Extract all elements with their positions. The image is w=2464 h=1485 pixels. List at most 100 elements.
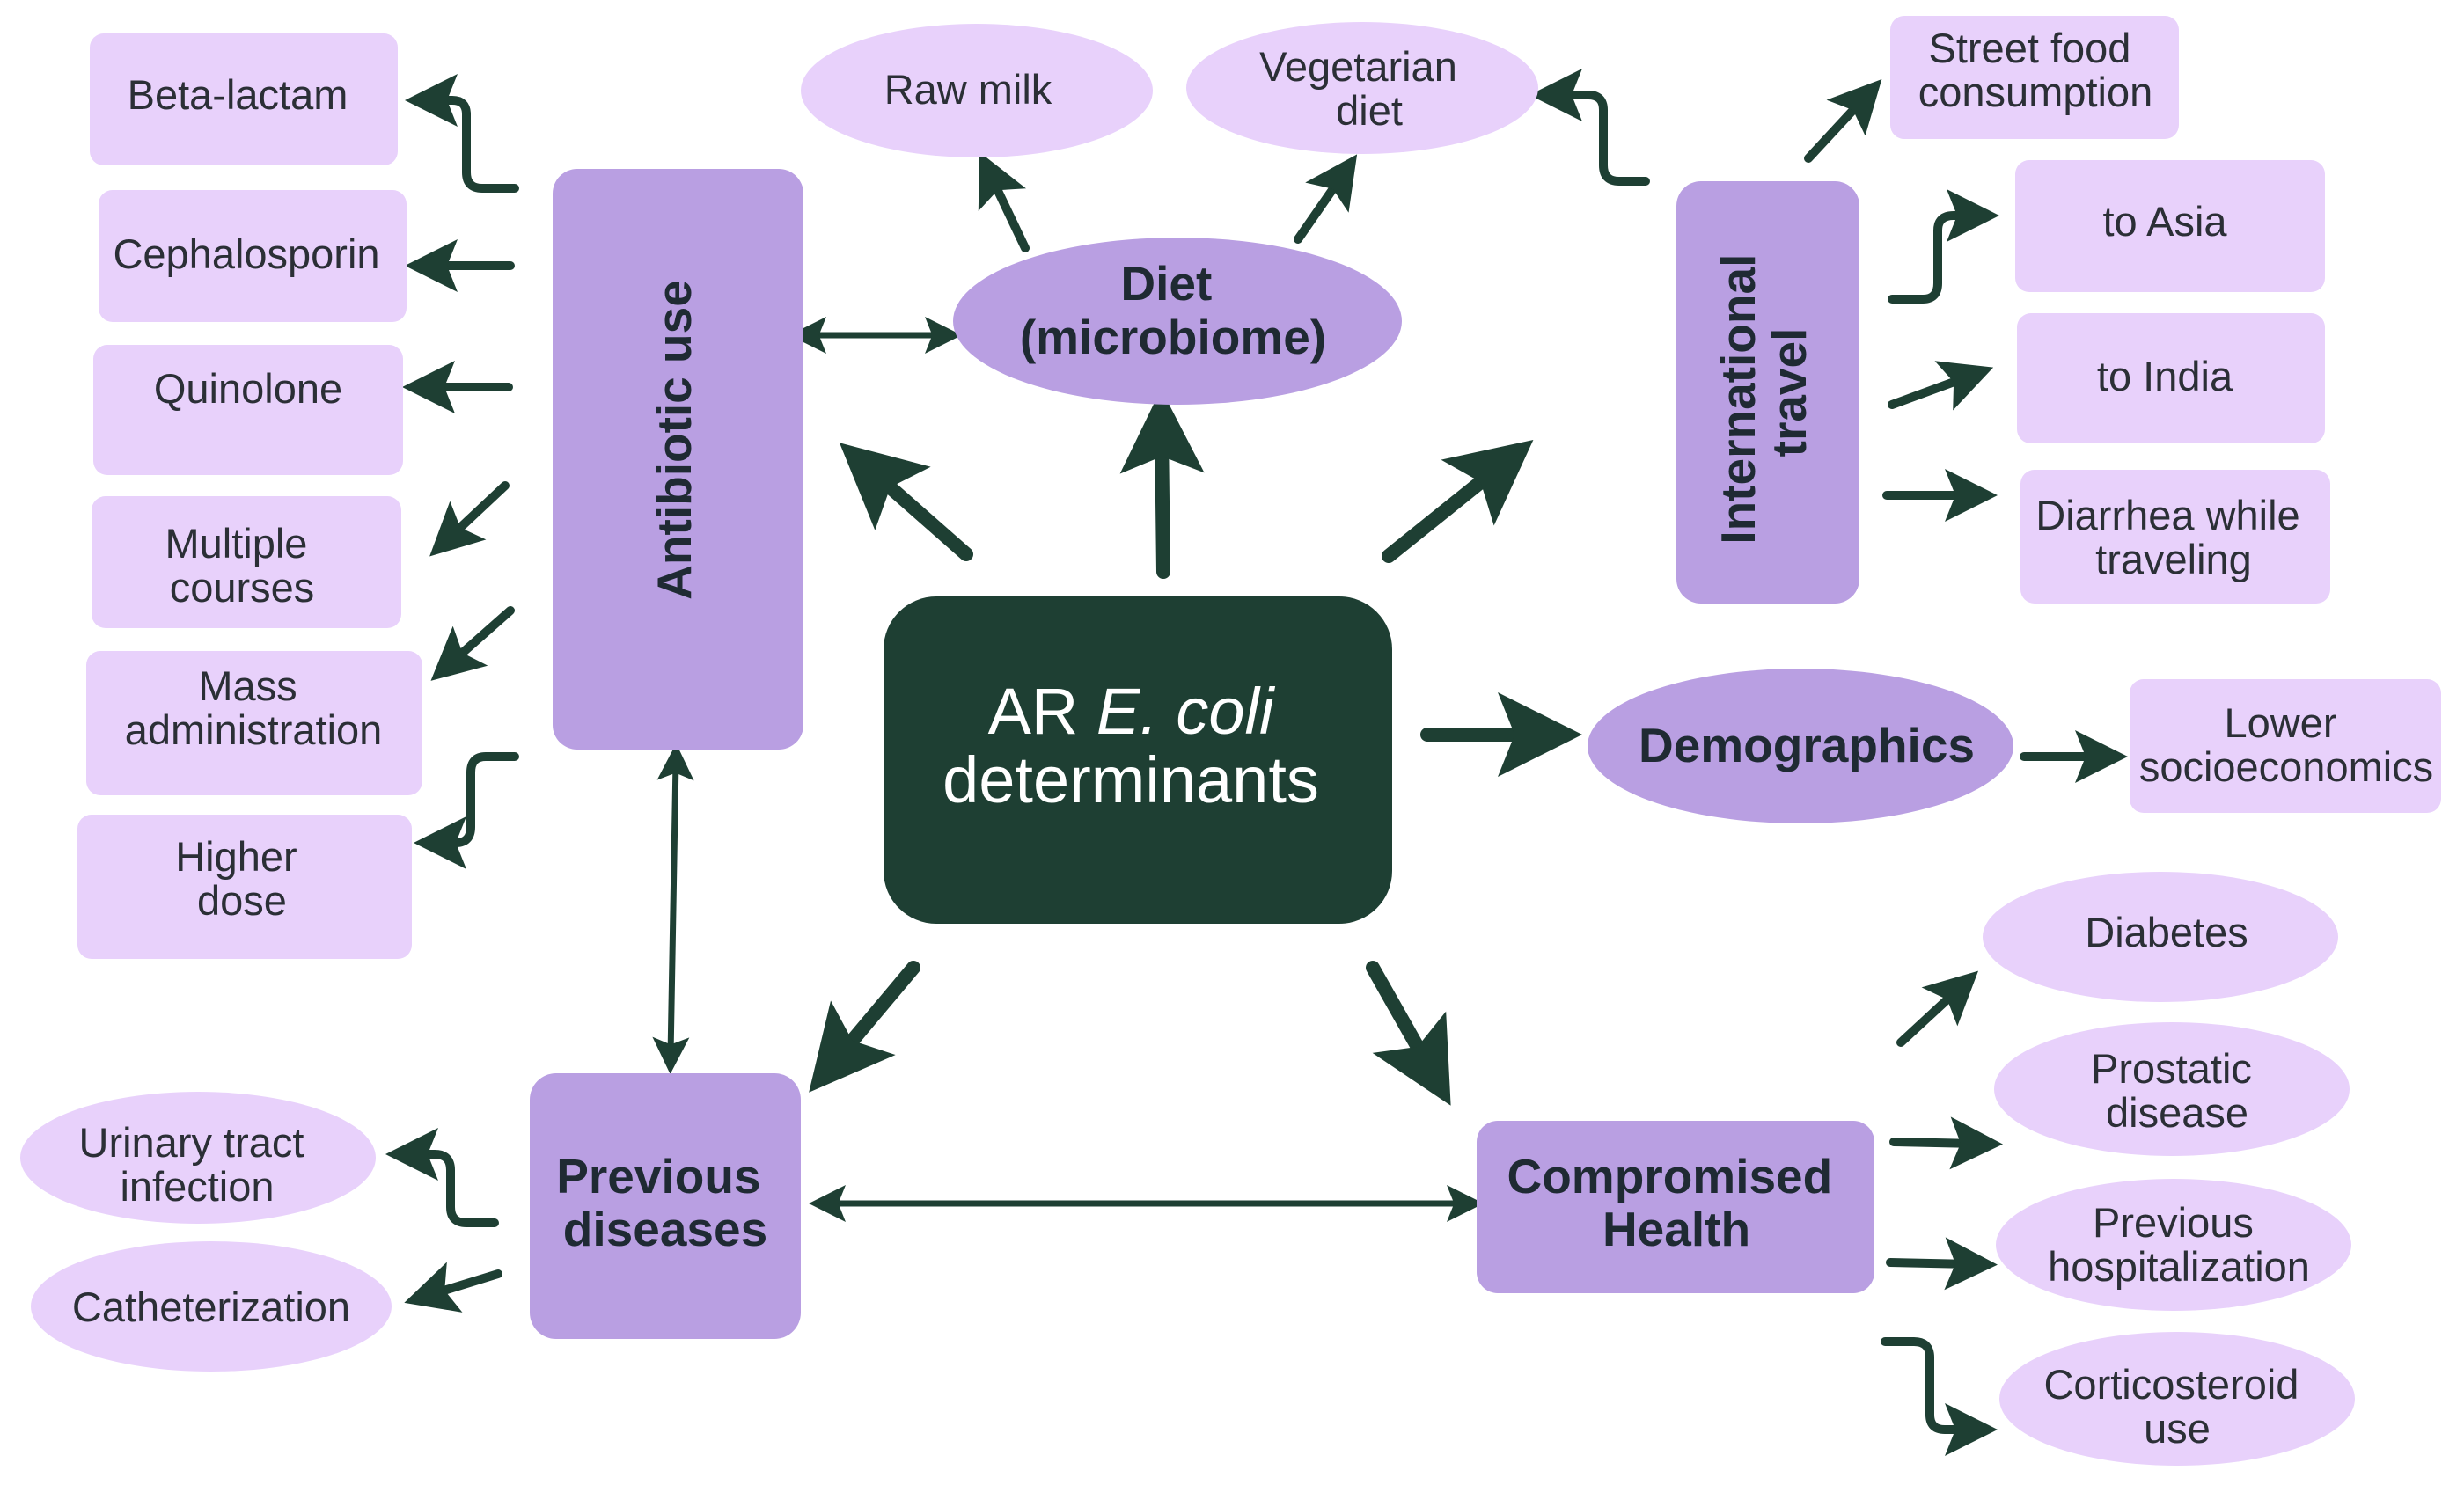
svg-text:Multiple courses: Multiple courses — [165, 520, 319, 611]
arrow-to-asia — [1888, 189, 1999, 304]
node-street-food: Street food consumption — [1890, 16, 2179, 139]
center-title-prefix: AR — [988, 675, 1096, 748]
node-prostatic-disease-line-2: disease — [2106, 1089, 2248, 1136]
arrow-to-previous-hospitalization — [1886, 1237, 1998, 1291]
arrow-to-street-food — [1804, 78, 1882, 163]
svg-text:Street food consumptio: Street food consumption — [1918, 25, 2153, 115]
category-demographics-label: Demographics — [1639, 718, 1975, 772]
arrow-center-to-previous — [809, 961, 920, 1093]
arrow-to-raw-milk — [978, 151, 1030, 252]
node-higher-dose-line-1: Higher — [175, 833, 297, 880]
node-to-india: to India — [2017, 313, 2325, 443]
category-diet: Diet (microbiome) — [953, 238, 1402, 405]
category-international-travel: International travel — [1676, 181, 1859, 604]
arrow-center-to-travel — [1382, 439, 1534, 563]
svg-text:AR E. coli: AR E. coli — [988, 675, 1276, 748]
node-beta-lactam: Beta-lactam — [90, 33, 398, 165]
node-beta-lactam-line-1: Beta-lactam — [128, 71, 348, 118]
node-catheterization-line-1: Catheterization — [72, 1284, 350, 1330]
arrow-to-prostatic-disease — [1889, 1116, 2003, 1170]
arrow-to-vegetarian-from-travel — [1529, 69, 1650, 186]
node-diarrhea-line-1: Diarrhea while — [2035, 492, 2299, 538]
center-node: AR E. coli determinants — [884, 596, 1392, 924]
light-nodes: Beta-lactam Cephalosporin Quinolone Mult… — [20, 16, 2441, 1466]
category-nodes: Antibiotic use Diet (microbiome) Interna… — [530, 169, 2013, 1339]
category-compromised-health-line-2: Health — [1602, 1202, 1750, 1256]
node-street-food-line-2: consumption — [1918, 69, 2153, 115]
svg-text:Prostatic disease: Prostatic disease — [2091, 1045, 2263, 1136]
node-prostatic-disease: Prostatic disease — [1994, 1022, 2350, 1156]
svg-text:Diarrhea while traveli: Diarrhea while traveling — [2035, 492, 2311, 582]
connector-arrows — [385, 69, 2128, 1456]
svg-text:Cephalosporin: Cephalosporin — [113, 230, 379, 277]
svg-text:Diabetes: Diabetes — [2085, 909, 2248, 955]
arrow-center-to-antibiotic — [839, 443, 973, 561]
category-antibiotic-use-label: Antibiotic use — [647, 280, 701, 600]
category-previous-diseases-line-2: diseases — [563, 1202, 767, 1256]
category-compromised-health: Compromised Health — [1477, 1121, 1874, 1293]
node-street-food-line-1: Street food — [1929, 25, 2131, 71]
arrow-to-higher-dose — [414, 752, 519, 869]
node-mass-administration: Mass administration — [86, 651, 422, 795]
node-to-asia: to Asia — [2015, 160, 2325, 292]
node-to-asia-line-1: to Asia — [2102, 198, 2227, 245]
category-previous-diseases: Previous diseases — [530, 1073, 801, 1339]
arrow-to-vegetarian-diet — [1294, 154, 1358, 244]
node-vegetarian-diet-line-2: diet — [1336, 87, 1403, 134]
svg-text:Lower socioeconomics: Lower socioeconomics — [2139, 699, 2433, 790]
node-previous-hospitalization-line-2: hospitalization — [2048, 1243, 2310, 1290]
node-cephalosporin-line-1: Cephalosporin — [113, 230, 379, 277]
node-raw-milk: Raw milk — [801, 24, 1153, 157]
category-international-travel-line-2: travel — [1762, 328, 1816, 457]
node-lower-socioeconomics-line-1: Lower — [2224, 699, 2336, 746]
svg-text:Compromised Health: Compromised Health — [1507, 1149, 1845, 1256]
svg-text:determinants: determinants — [942, 743, 1319, 816]
svg-text:Previous hospitalizati: Previous hospitalization — [2048, 1199, 2310, 1290]
arrow-to-diabetes — [1896, 970, 1979, 1047]
node-cephalosporin: Cephalosporin — [99, 190, 407, 322]
category-previous-diseases-line-1: Previous — [556, 1149, 760, 1203]
node-previous-hospitalization-line-1: Previous — [2093, 1199, 2254, 1246]
node-lower-socioeconomics: Lower socioeconomics — [2130, 679, 2441, 813]
node-higher-dose-line-2: dose — [197, 877, 287, 924]
node-mass-administration-line-2: administration — [125, 706, 383, 753]
node-raw-milk-line-1: Raw milk — [884, 66, 1052, 113]
node-uti-line-1: Urinary tract — [79, 1119, 304, 1166]
svg-text:Antibiotic use: Antibiotic use — [647, 280, 701, 600]
arrow-antibiotic-previous — [652, 743, 694, 1074]
arrow-to-multiple-courses — [429, 481, 510, 557]
node-diabetes-line-1: Diabetes — [2085, 909, 2248, 955]
node-multiple-courses-line-2: courses — [170, 564, 315, 611]
arrow-center-to-compromised — [1366, 961, 1451, 1106]
node-uti-line-2: infection — [120, 1163, 274, 1210]
node-catheterization: Catheterization — [31, 1241, 392, 1372]
node-corticosteroid-use-line-2: use — [2144, 1405, 2211, 1452]
node-quinolone-line-1: Quinolone — [154, 365, 342, 412]
svg-text:Diet (microbiome): Diet (microbiome) — [1020, 256, 1326, 364]
center-title-italic: E. coli — [1096, 675, 1276, 748]
svg-text:Previous diseases: Previous diseases — [556, 1149, 774, 1256]
svg-text:Mass administration: Mass administration — [125, 662, 383, 753]
node-uti: Urinary tract infection — [20, 1092, 376, 1224]
node-lower-socioeconomics-line-2: socioeconomics — [2139, 743, 2433, 790]
node-multiple-courses: Multiple courses — [92, 496, 401, 628]
category-compromised-health-line-1: Compromised — [1507, 1149, 1832, 1203]
node-higher-dose: Higher dose — [77, 815, 412, 959]
node-quinolone: Quinolone — [93, 345, 403, 475]
category-international-travel-line-1: International — [1711, 254, 1765, 545]
node-corticosteroid-use: Corticosteroid use — [1999, 1332, 2355, 1466]
node-mass-administration-line-1: Mass — [198, 662, 297, 709]
node-vegetarian-diet: Vegetarian diet — [1186, 22, 1538, 154]
node-multiple-courses-line-1: Multiple — [165, 520, 307, 567]
category-antibiotic-use: Antibiotic use — [553, 169, 803, 750]
node-previous-hospitalization: Previous hospitalization — [1996, 1179, 2351, 1311]
svg-text:Vegetarian diet: Vegetarian diet — [1259, 43, 1469, 134]
node-diarrhea-line-2: traveling — [2095, 536, 2252, 582]
arrow-center-to-diet — [1119, 389, 1205, 579]
node-to-india-line-1: to India — [2097, 353, 2233, 399]
node-diarrhea: Diarrhea while traveling — [2020, 470, 2330, 604]
arrow-to-beta-lactam — [405, 74, 519, 193]
center-title-line-2: determinants — [942, 743, 1319, 816]
node-prostatic-disease-line-1: Prostatic — [2091, 1045, 2252, 1092]
